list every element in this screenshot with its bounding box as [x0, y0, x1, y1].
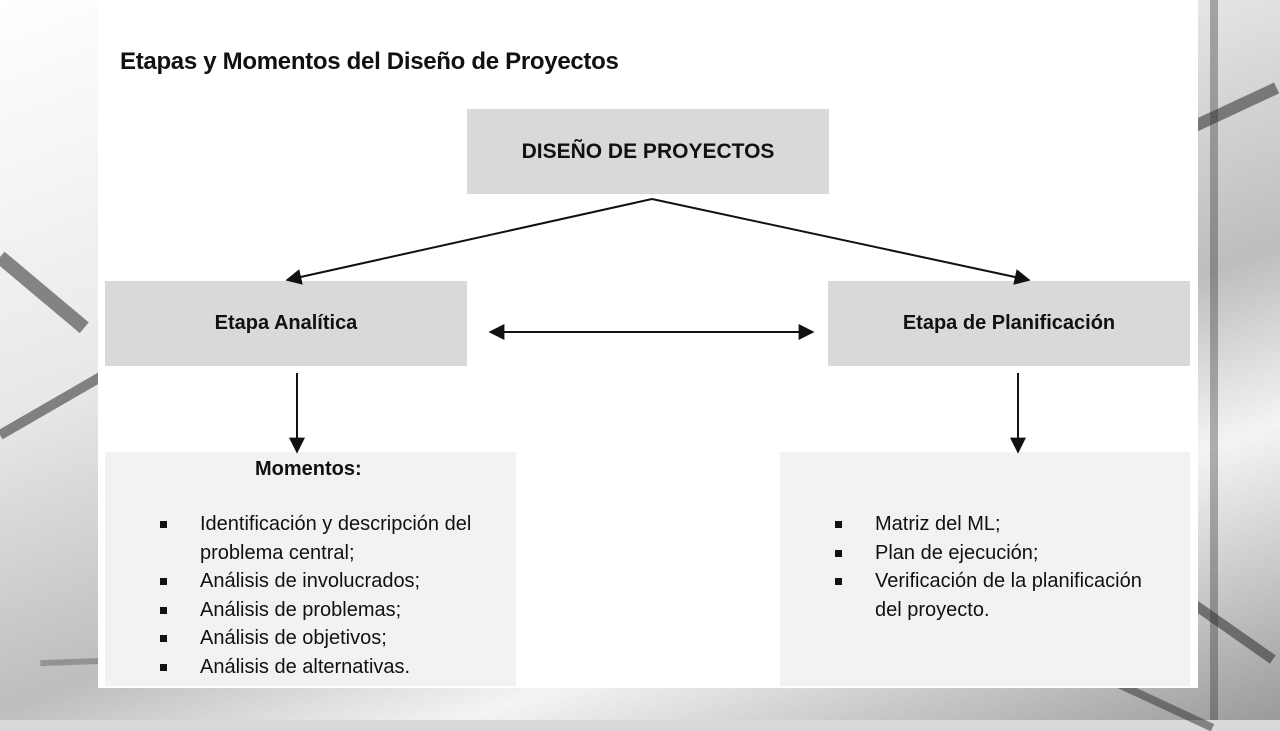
list-item-text: Plan de ejecución;: [875, 541, 1039, 564]
planificacion-panel: Matriz del ML; Plan de ejecución; Verifi…: [780, 452, 1190, 686]
node-etapa-analitica: Etapa Analítica: [105, 281, 467, 366]
bullet-icon: [160, 606, 167, 614]
arrow-to-etapa-planificacion: [651, 198, 1031, 285]
bullet-icon: [835, 521, 842, 528]
list-item-text: Matriz del ML;: [875, 513, 1001, 535]
list-item-text: Análisis de involucrados;: [200, 570, 421, 592]
bullet-icon: [160, 663, 167, 671]
slide-title: Etapas y Momentos del Diseño de Proyecto…: [120, 48, 619, 75]
list-item: Análisis de objetivos;: [160, 624, 500, 653]
list-item-text: Análisis de alternativas.: [200, 655, 411, 678]
list-item-text: Análisis de objetivos;: [200, 627, 387, 649]
bullet-icon: [160, 578, 167, 585]
momentos-panel: Momentos: Identificación y descripción d…: [105, 452, 516, 686]
list-item: Plan de ejecución;: [835, 539, 1165, 568]
planificacion-list: Matriz del ML; Plan de ejecución; Verifi…: [835, 510, 1165, 624]
arrow-to-etapa-analitica: [285, 198, 653, 285]
momentos-list: Identificación y descripción del problem…: [160, 510, 500, 681]
list-item-text: Identificación y descripción del problem…: [200, 513, 472, 564]
list-item: Matriz del ML;: [835, 510, 1165, 539]
list-item: Análisis de alternativas.: [160, 653, 500, 682]
list-item-text: Análisis de problemas;: [200, 598, 402, 621]
list-item: Análisis de involucrados;: [160, 567, 500, 596]
list-item: Análisis de problemas;: [160, 596, 500, 625]
background-beam: [1210, 0, 1218, 720]
list-item: Identificación y descripción del problem…: [160, 510, 500, 567]
list-item-text: Verificación de la planificación del pro…: [875, 570, 1142, 621]
bullet-icon: [835, 578, 842, 585]
bullet-icon: [835, 549, 842, 557]
momentos-heading: Momentos:: [255, 458, 362, 480]
node-diseno-de-proyectos: DISEÑO DE PROYECTOS: [467, 109, 829, 194]
list-item: Verificación de la planificación del pro…: [835, 567, 1165, 624]
bullet-icon: [160, 521, 167, 528]
node-etapa-planificacion: Etapa de Planificación: [828, 281, 1190, 366]
bullet-icon: [160, 635, 167, 642]
